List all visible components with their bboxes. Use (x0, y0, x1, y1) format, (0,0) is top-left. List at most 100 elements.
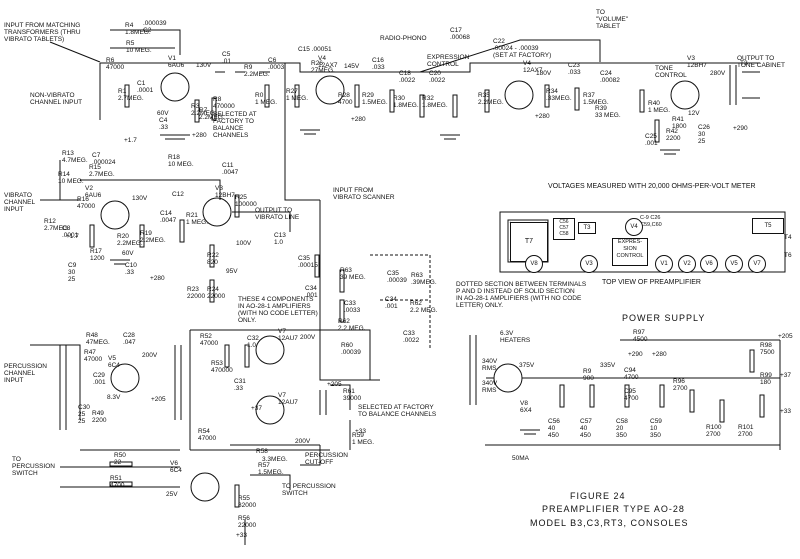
topview-c59: C-9 C26 C59,C60 (640, 215, 662, 228)
component-r28: R28 4700 (338, 92, 353, 106)
component-c17: C17 .00068 (450, 27, 470, 41)
voltage-v8_3: 8.3V (107, 394, 121, 401)
component-r39: R39 33 MEG. (595, 105, 621, 119)
label-output-vibrato: OUTPUT TO VIBRATO LINE (255, 207, 300, 221)
tube-v2: V2 6AU6 (85, 185, 102, 199)
tube-v4b: V4 12AX7 (523, 60, 543, 74)
voltage-v12: 12V (688, 110, 700, 117)
component-r56b: 3.3MEG. (262, 456, 288, 463)
component-r101: R101 2700 (738, 424, 754, 438)
component-r37: R37 1.5MEG. (583, 92, 609, 106)
component-c15: C15 .00051 (298, 46, 332, 53)
component-r53: R53 470000 (211, 360, 233, 374)
component-r42: R42 2200 (666, 128, 681, 142)
voltage-v290: +290 (733, 125, 748, 132)
voltage-v33b: +33 (236, 532, 248, 539)
topview-t6: T6 (784, 252, 792, 259)
component-r23: R23 22000 (187, 286, 206, 300)
label-power-supply: POWER SUPPLY (622, 313, 706, 323)
component-r6: R6 47000 (106, 57, 125, 71)
voltage-v205c: +205 (778, 333, 793, 340)
voltage-v280c: +280 (535, 113, 550, 120)
component-r32: R32 1.8MEG. (422, 95, 448, 109)
component-c5: C5 .01 (222, 51, 232, 65)
label-input-scanner: INPUT FROM VIBRATO SCANNER (333, 187, 395, 201)
voltage-v280b: +280 (351, 116, 366, 123)
topview-tube-v4: V4 (625, 218, 643, 236)
voltage-v200b: 200V (300, 334, 316, 341)
topview-tube-v3: V3 (580, 255, 598, 273)
label-figure: FIGURE 24 (570, 491, 626, 501)
component-c2top: .000039 C2 (143, 20, 167, 34)
label-heaters: 6.3V HEATERS (500, 330, 531, 344)
label-models: MODEL B3,C3,RT3, CONSOLES (530, 518, 689, 528)
component-c56: C56 40 450 (548, 418, 560, 439)
label-to-perc-switch-1: TO PERCUSSION SWITCH (12, 456, 55, 477)
component-r19: R19 2.2MEG. (140, 230, 166, 244)
voltage-v100: 100V (236, 240, 252, 247)
component-r54: R54 47000 (198, 428, 217, 442)
component-r5: R5 10 MEG. (126, 40, 152, 54)
component-r0: R0 1 MEG. (255, 92, 278, 106)
component-r25: R25 100000 (235, 194, 257, 208)
component-c23: C23 .033 (568, 62, 581, 76)
component-r98: R98 7500 (760, 342, 775, 356)
voltage-v1_7b: +1.7 (66, 233, 79, 240)
component-c4: C4 .33 (159, 117, 169, 131)
label-top-view: TOP VIEW OF PREAMPLIFIER (602, 279, 701, 286)
component-r63: R63 39 MEG. (340, 267, 366, 281)
topview-tube-v2: V2 (678, 255, 696, 273)
component-r21: R21 1 MEG. (186, 212, 209, 226)
component-r63d: R63 .39MEG. (411, 272, 437, 286)
label-input-matching: INPUT FROM MATCHING TRANSFORMERS (THRU V… (4, 22, 81, 43)
label-dotted-section: DOTTED SECTION BETWEEN TERMINALS P AND D… (456, 281, 587, 309)
voltage-v37: +37 (251, 405, 263, 412)
voltage-v205: +205 (151, 396, 166, 403)
voltage-v60b: 60V (122, 250, 134, 257)
label-rms-b: 340V RMS (482, 380, 498, 394)
label-to-perc-switch-2: TO PERCUSSION SWITCH (282, 483, 336, 497)
label-percussion-cutoff: PERCUSSION CUT-OFF (305, 452, 348, 466)
component-c26: C26 30 25 (698, 124, 710, 145)
component-r9: R9 2.2MEG. (244, 64, 270, 78)
component-c7: C7 .000024 (92, 152, 116, 166)
voltage-v200c: 200V (295, 438, 311, 445)
component-c18: C18 .0022 (399, 70, 416, 84)
voltage-v280f: +280 (652, 351, 667, 358)
component-c14: C14 .0047 (160, 210, 177, 224)
component-r18: R18 10 MEG. (168, 154, 194, 168)
component-c58: C58 20 350 (616, 418, 628, 439)
component-r17: R17 1200 (90, 248, 105, 262)
label-selected-factory-1: SELECTED AT FACTORY TO BALANCE CHANNELS (213, 111, 257, 139)
component-c16: C16 .033 (372, 57, 385, 71)
component-r57: R57 1.5MEG. (258, 462, 284, 476)
component-c94: C94 4700 (624, 367, 639, 381)
component-r61: R61 39000 (343, 388, 362, 402)
component-r55: R55 82000 (238, 495, 257, 509)
topview-tube-v1: V1 (655, 255, 673, 273)
component-r12: R12 2.7MEG. (44, 218, 70, 232)
voltage-v180: 180V (536, 70, 552, 77)
component-c10: C10 .33 (125, 262, 137, 276)
component-r20: R20 2.2MEG. (117, 233, 143, 247)
component-r97: R97 4500 (633, 329, 648, 343)
component-r4: R4 1.8MEG. (125, 22, 151, 36)
voltage-v200: 200V (142, 352, 158, 359)
component-r34: R34 .33MEG. (546, 88, 572, 102)
tube-v7: V7 12AU7 (278, 328, 298, 342)
label-selected-factory-2: SELECTED AT FACTORY TO BALANCE CHANNELS (358, 404, 437, 418)
component-r50: R50 22 (114, 452, 126, 466)
component-c33d: C33 .0022 (403, 330, 420, 344)
component-r30: R30 1.8MEG. (393, 95, 419, 109)
component-c34d: C34 .001 (385, 296, 398, 310)
component-r59: R59 1 MEG. (352, 432, 375, 446)
label-non-vibrato: NON-VIBRATO CHANNEL INPUT (30, 92, 83, 106)
topview-t4: T4 (784, 234, 792, 241)
component-c11: C11 .0047 (222, 162, 239, 176)
voltage-v335: 335V (600, 362, 616, 369)
tube-v1: V1 6AU6 (168, 55, 185, 69)
component-r100: R100 2700 (706, 424, 722, 438)
component-r35: R35 2.2MEG. (478, 92, 504, 106)
label-radio-phono: RADIO-PHONO (380, 35, 427, 42)
component-r29: R29 1.5MEG. (362, 92, 388, 106)
